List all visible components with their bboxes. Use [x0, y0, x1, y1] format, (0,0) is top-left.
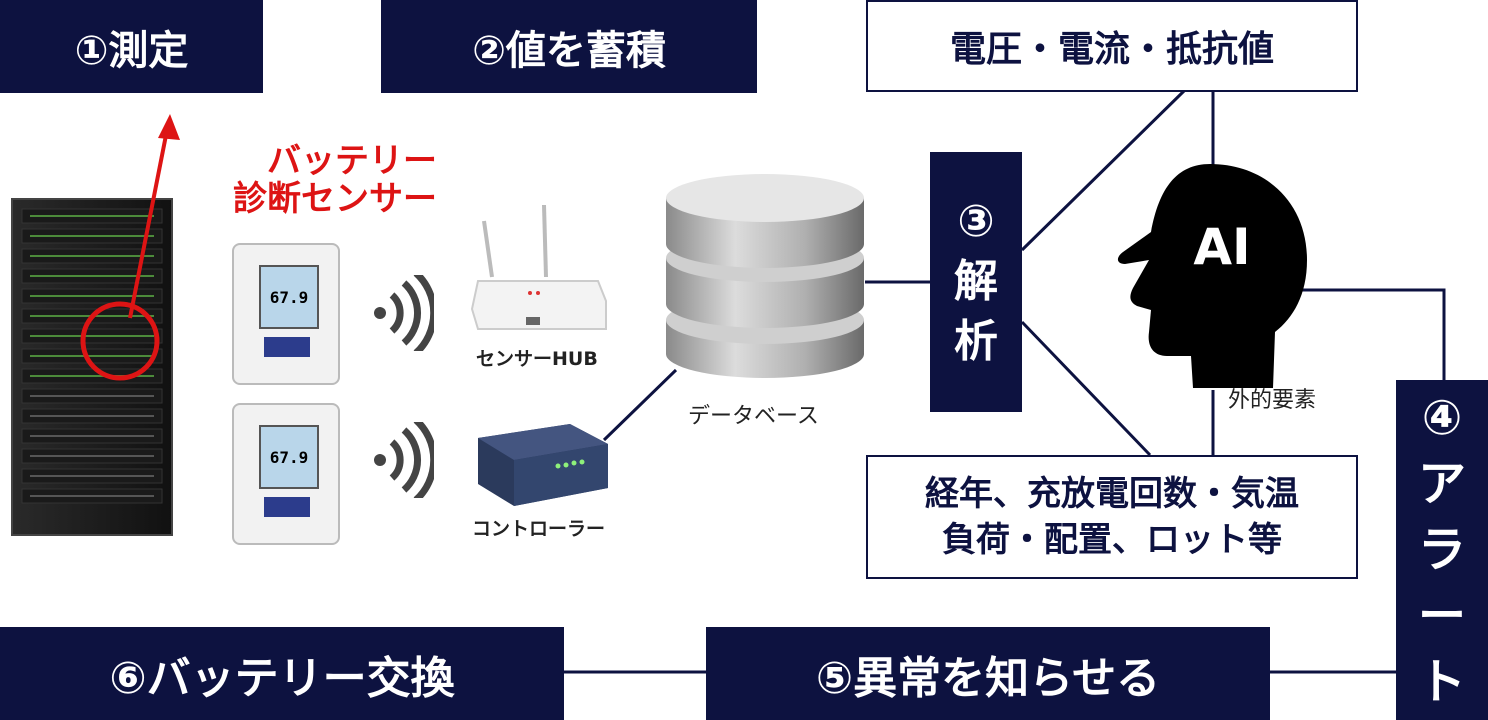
ai-label: AI — [1193, 218, 1251, 276]
step3-char-2: 析 — [954, 316, 998, 367]
step3-analysis-box: ③ 解 析 — [930, 152, 1022, 412]
database-label: データベース — [688, 404, 819, 429]
sensor-title: バッテリー 診断センサー — [212, 142, 437, 218]
external-factors-label: 外的要素 — [1228, 388, 1317, 413]
database-icon — [666, 174, 864, 378]
step5-notify-box: ⑤異常を知らせる — [706, 627, 1270, 720]
step6-label: ⑥バッテリー交換 — [109, 652, 455, 704]
factors-line-1: 経年、充放電回数・気温 — [925, 474, 1299, 514]
sensor-title-line-2: 診断センサー — [233, 179, 437, 219]
wireless-signal-icon — [374, 275, 434, 351]
step4-char-2: ラ — [1417, 522, 1466, 578]
step4-char-3: ー — [1417, 588, 1466, 644]
server-rack-icon — [11, 198, 173, 536]
sensor-device-1: 67.9 — [232, 243, 340, 385]
external-factors-box: 経年、充放電回数・気温 負荷・配置、ロット等 — [866, 455, 1358, 579]
step4-char-4: ト — [1417, 654, 1466, 710]
sensor-1-reading: 67.9 — [269, 287, 309, 307]
controller-label: コントローラー — [472, 518, 606, 540]
step4-alert-box: ④ ア ラ ー ト — [1396, 380, 1488, 720]
measured-values-label: 電圧・電流・抵抗値 — [949, 29, 1274, 70]
step3-number: ③ — [957, 196, 995, 247]
sensor-hub-label: センサーHUB — [476, 348, 598, 370]
sensor-hub-router-icon — [470, 205, 607, 330]
step5-label: ⑤異常を知らせる — [815, 652, 1161, 704]
measured-values-box: 電圧・電流・抵抗値 — [866, 0, 1358, 92]
step2-label: ②値を蓄積 — [472, 27, 666, 74]
step4-char-1: ア — [1417, 456, 1466, 512]
sensor-title-line-1: バッテリー — [267, 141, 437, 181]
sensor-2-reading: 67.9 — [269, 447, 309, 467]
factors-line-2: 負荷・配置、ロット等 — [942, 520, 1282, 560]
step1-measure-box: ①測定 — [0, 0, 263, 93]
sensor-device-2: 67.9 — [232, 403, 340, 545]
ai-head-icon — [1117, 164, 1307, 388]
step6-replace-box: ⑥バッテリー交換 — [0, 627, 564, 720]
step1-label: ①測定 — [74, 27, 189, 74]
controller-icon — [478, 424, 608, 506]
step3-char-1: 解 — [954, 256, 998, 307]
wireless-signal-icon-2 — [374, 422, 434, 498]
step4-number: ④ — [1421, 390, 1463, 446]
step2-store-box: ②値を蓄積 — [381, 0, 757, 93]
